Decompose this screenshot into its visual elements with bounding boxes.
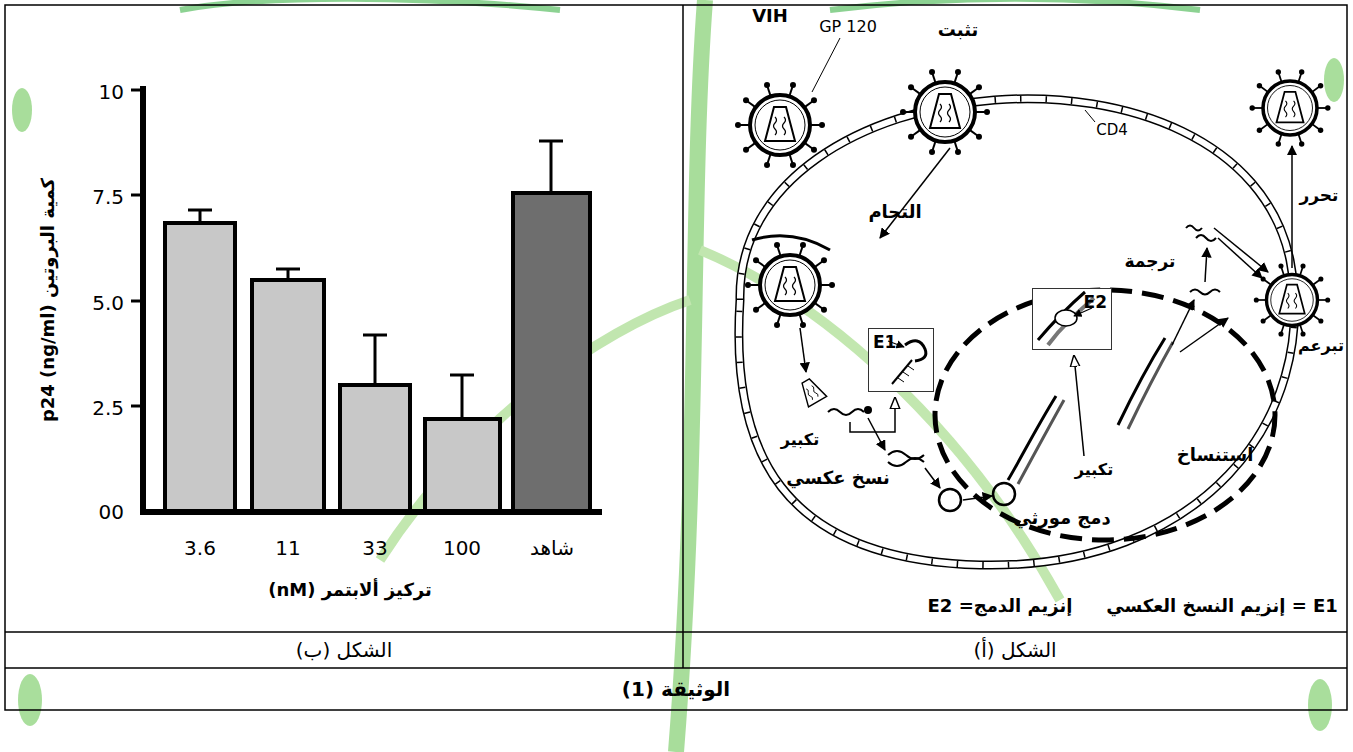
category-label: شاهد [530,537,574,560]
tick-label: 10 [99,81,124,104]
category-label: 3.6 [184,537,216,560]
step-label: استنساخ [1177,445,1254,466]
virus-name: VIH [752,6,788,27]
step-label: دمج مورثي [1013,508,1110,529]
table-frame [5,5,1347,710]
axis-title: تركيز ألابتمر (nM) [268,580,432,601]
figure-caption: الشكل (أ) [973,639,1056,662]
step-label: تبرعم [1298,337,1344,355]
category-label: 33 [362,537,387,560]
figure-caption: الشكل (ب) [296,639,392,662]
glycoprotein-name: GP 120 [819,18,877,36]
document-caption: الوثيقة (1) [622,678,730,701]
magnify-label: تكبير [781,431,819,449]
tick-label: 5.0 [92,292,124,315]
inset-box: E1 [868,328,934,392]
magnify-label: تكبير [1075,461,1113,479]
decoration [12,0,1344,752]
enzyme-name: E2 [1084,293,1107,312]
tick-label: 2.5 [92,397,124,420]
tick-label: 7.5 [92,186,124,209]
step-label: تثبت [938,20,979,41]
enzyme-key: E1 = إنزيم النسخ العكسي [1106,596,1338,617]
inset-box: E2 [1032,288,1112,350]
enzyme-name: E1 [873,333,896,352]
category-label: 100 [443,537,481,560]
step-label: تحرر [1300,186,1339,206]
hiv-cycle [735,38,1331,565]
bar-chart [131,86,602,515]
enzyme-key: E2 =إنزيم الدمج [928,596,1073,617]
step-label: التحام [868,202,921,223]
step-label: نسخ عكسي [786,468,890,489]
tick-label: 00 [99,501,124,524]
category-label: 11 [275,537,300,560]
axis-title: كمية البروتين p24 (ng/ml) [38,178,59,422]
receptor-name: CD4 [1096,122,1128,139]
step-label: ترجمة [1125,252,1176,272]
